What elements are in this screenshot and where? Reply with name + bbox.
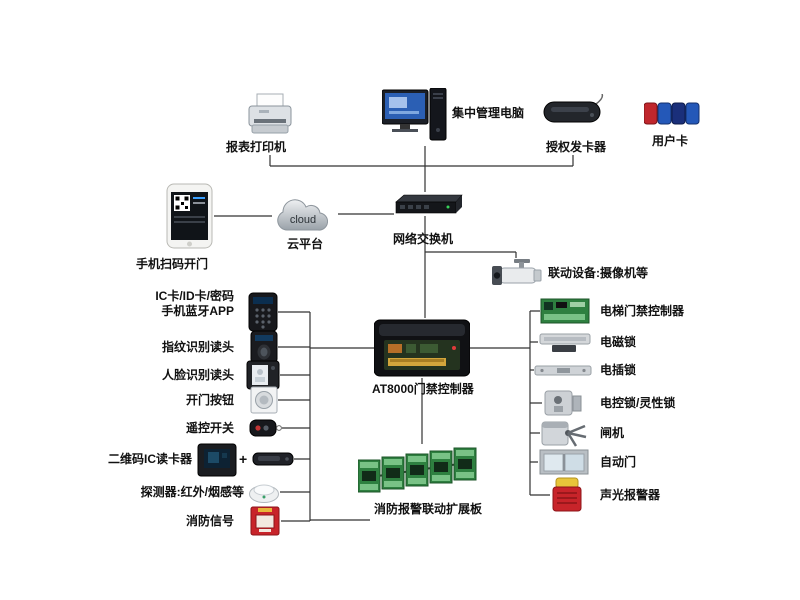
- card-issuer-label: 授权发卡器: [546, 140, 607, 154]
- camera-label: 联动设备:摄像机等: [548, 266, 648, 280]
- network-switch-icon: [394, 192, 464, 216]
- alarm-label: 声光报警器: [600, 488, 661, 502]
- printer-label: 报表打印机: [226, 140, 287, 154]
- expansion-board-label: 消防报警联动扩展板: [374, 502, 483, 516]
- user-card-label: 用户卡: [652, 134, 689, 148]
- fingerprint-reader-label: 指纹识别读头: [161, 340, 234, 354]
- detector-label: 探测器:红外/烟感等: [140, 485, 244, 499]
- elevator-controller-icon: [540, 296, 590, 326]
- fire-signal-icon: [249, 505, 281, 537]
- face-reader-icon: [246, 360, 280, 390]
- cloud-platform-label: 云平台: [287, 237, 324, 251]
- expansion-board-icon: [357, 444, 478, 496]
- magnetic-lock-icon: [538, 330, 592, 354]
- qr-reader-label: 二维码IC读卡器: [107, 452, 192, 466]
- door-button-label: 开门按钮: [185, 393, 234, 407]
- phone-icon: [166, 183, 214, 249]
- elevator-controller-label: 电梯门禁控制器: [600, 304, 685, 318]
- magnetic-lock-label: 电磁锁: [600, 335, 637, 349]
- automatic-door-icon: [538, 448, 590, 476]
- switch-label: 网络交换机: [393, 232, 454, 246]
- fire-signal-label: 消防信号: [185, 514, 234, 528]
- cloud-text: cloud: [290, 214, 316, 226]
- bolt-lock-icon: [534, 362, 592, 378]
- remote-switch-icon: [248, 416, 282, 440]
- computer-label: 集中管理电脑: [452, 106, 525, 120]
- management-computer-icon: [381, 87, 448, 146]
- camera-icon: [488, 258, 546, 292]
- card-issuer-icon: [542, 93, 604, 128]
- turnstile-icon: [540, 418, 588, 448]
- fingerprint-reader-icon: [250, 330, 278, 364]
- printer-icon: [245, 92, 295, 138]
- at8000-controller-icon: [373, 318, 471, 378]
- detector-icon: [248, 480, 280, 504]
- electric-control-lock-icon: [542, 388, 584, 418]
- sound-light-alarm-icon: [550, 476, 584, 514]
- plus-sign: +: [239, 451, 248, 467]
- keypad-reader-icon: [248, 292, 278, 332]
- qr-bar-reader-icon: [252, 450, 294, 468]
- controller-label: AT8000门禁控制器: [372, 382, 474, 396]
- qr-reader-icon: [196, 442, 238, 478]
- turnstile-label: 闸机: [600, 426, 625, 440]
- door-button-icon: [250, 386, 278, 414]
- remote-switch-label: 遥控开关: [185, 421, 234, 435]
- bolt-lock-label: 电插锁: [600, 363, 637, 377]
- cloud-icon: cloud: [272, 195, 338, 235]
- face-reader-label: 人脸识别读头: [161, 368, 234, 382]
- electric-control-lock-label: 电控锁/灵性锁: [600, 396, 676, 410]
- card-reader-label: IC卡/ID卡/密码 手机蓝牙APP: [155, 289, 234, 318]
- phone-label: 手机扫码开门: [136, 257, 209, 271]
- user-cards-icon: [643, 100, 702, 128]
- automatic-door-label: 自动门: [600, 455, 637, 469]
